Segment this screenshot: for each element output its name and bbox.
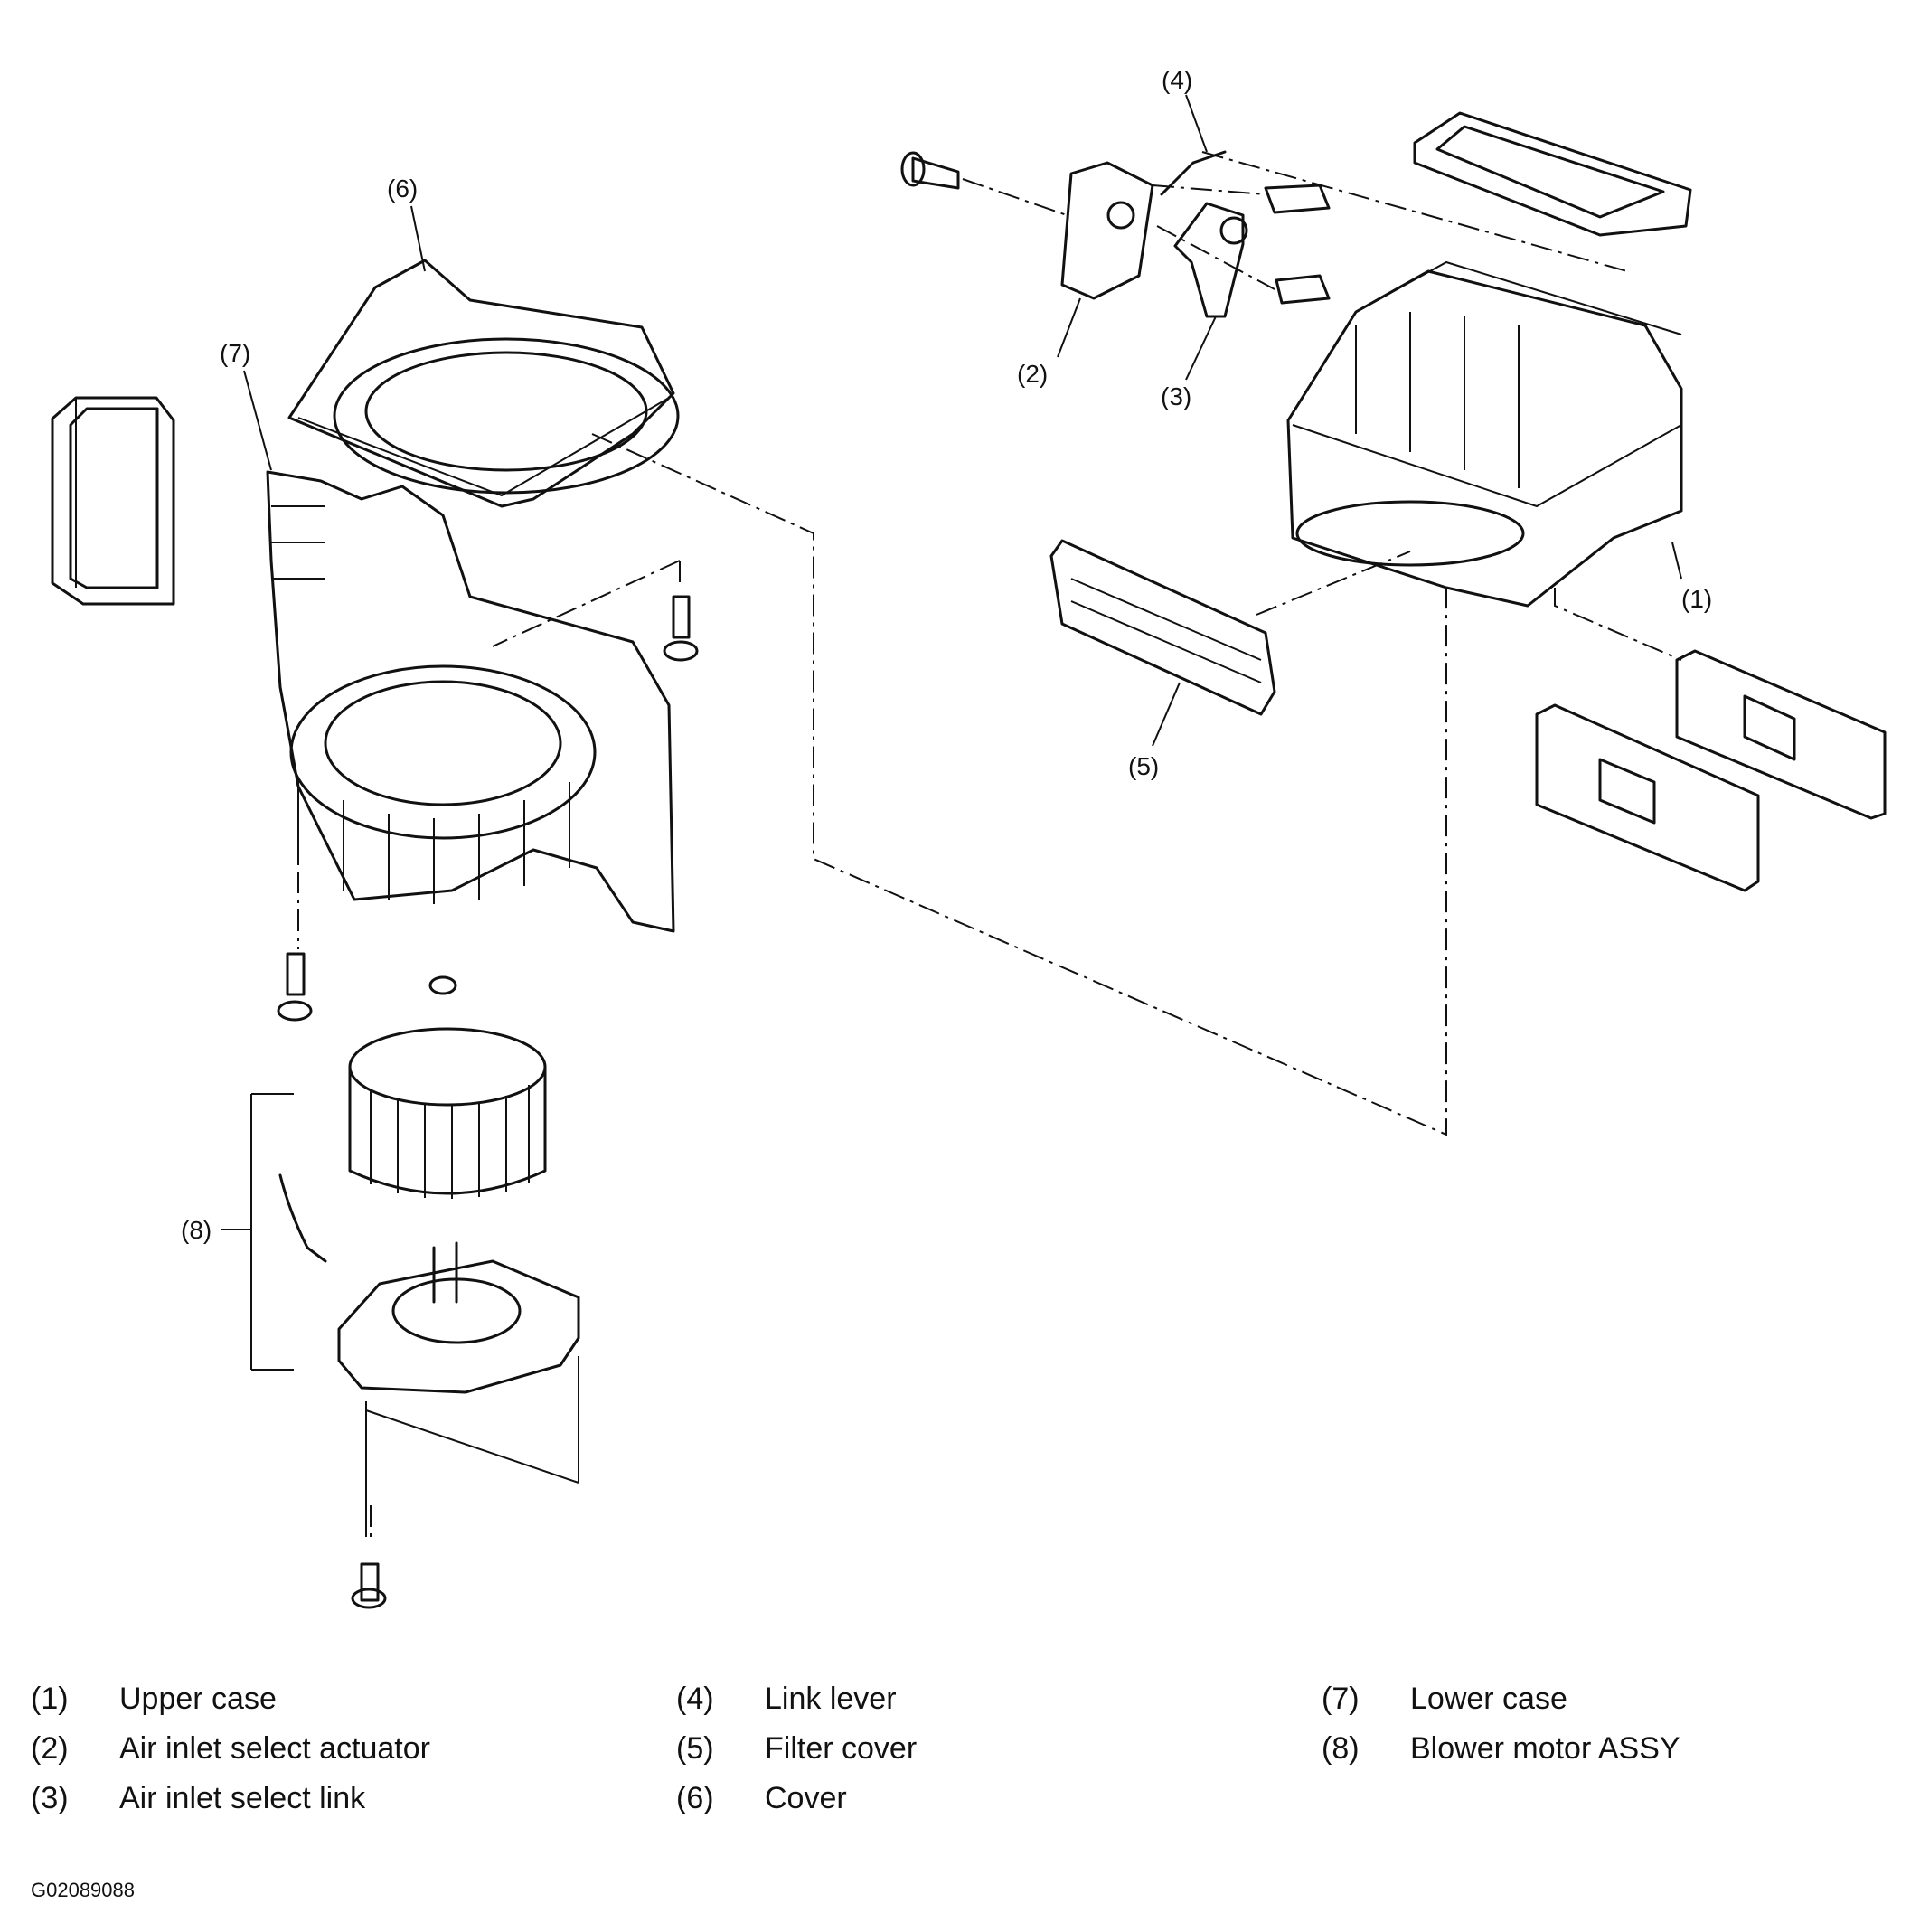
callout-8: (8) (181, 1216, 212, 1244)
filter-cover-part (1049, 539, 1276, 716)
blower-motor (278, 1173, 580, 1537)
gasket (1413, 111, 1692, 237)
cover-part (287, 259, 680, 508)
callout-7: (7) (220, 339, 250, 367)
clip-1 (1264, 184, 1331, 214)
select-link-part (1173, 202, 1248, 318)
upper-case-part (1286, 260, 1683, 608)
legend-number: (5) (676, 1731, 714, 1766)
callout-labels: (1) (2) (3) (4) (5) (6) (7) (8) (181, 66, 1712, 1244)
clip-2 (1275, 274, 1331, 305)
legend-label: Blower motor ASSY (1410, 1731, 1680, 1766)
legend-label: Air inlet select actuator (119, 1731, 430, 1766)
exploded-view-diagram: (1) (2) (3) (4) (5) (6) (7) (8) (51, 66, 1887, 1609)
filter-2 (1535, 703, 1760, 892)
parts-legend: (1) Upper case (2) Air inlet select actu… (0, 1682, 1920, 1862)
figure-id: G02089088 (31, 1879, 135, 1901)
legend-label: Filter cover (765, 1731, 918, 1766)
assembly-lines (297, 151, 1682, 1537)
callout-6: (6) (387, 174, 418, 203)
legend-label: Link lever (765, 1682, 897, 1716)
callout-5: (5) (1128, 752, 1159, 780)
leader-lines (221, 94, 1682, 1371)
filter-1 (1675, 649, 1887, 820)
legend-label: Lower case (1410, 1682, 1567, 1716)
legend-number: (8) (1322, 1731, 1360, 1766)
screw-4 (900, 151, 960, 190)
legend-label: Upper case (119, 1682, 277, 1716)
callout-2: (2) (1017, 360, 1048, 388)
left-filter-frame (51, 396, 175, 606)
legend-number: (6) (676, 1781, 714, 1815)
lower-case-part (266, 470, 675, 933)
callout-4: (4) (1162, 66, 1192, 94)
legend-number: (2) (31, 1731, 69, 1766)
legend-label: Cover (765, 1781, 847, 1815)
legend-number: (3) (31, 1781, 69, 1815)
actuator-part (1060, 161, 1154, 300)
screw-2 (277, 952, 313, 1022)
callout-1: (1) (1681, 585, 1712, 613)
screw-3 (351, 1562, 387, 1609)
callout-3: (3) (1161, 382, 1191, 410)
legend-number: (7) (1322, 1682, 1360, 1716)
legend-number: (4) (676, 1682, 714, 1716)
fan-wheel (348, 975, 547, 1199)
legend-number: (1) (31, 1682, 69, 1716)
legend-label: Air inlet select link (119, 1781, 366, 1815)
screw-1 (663, 595, 699, 662)
